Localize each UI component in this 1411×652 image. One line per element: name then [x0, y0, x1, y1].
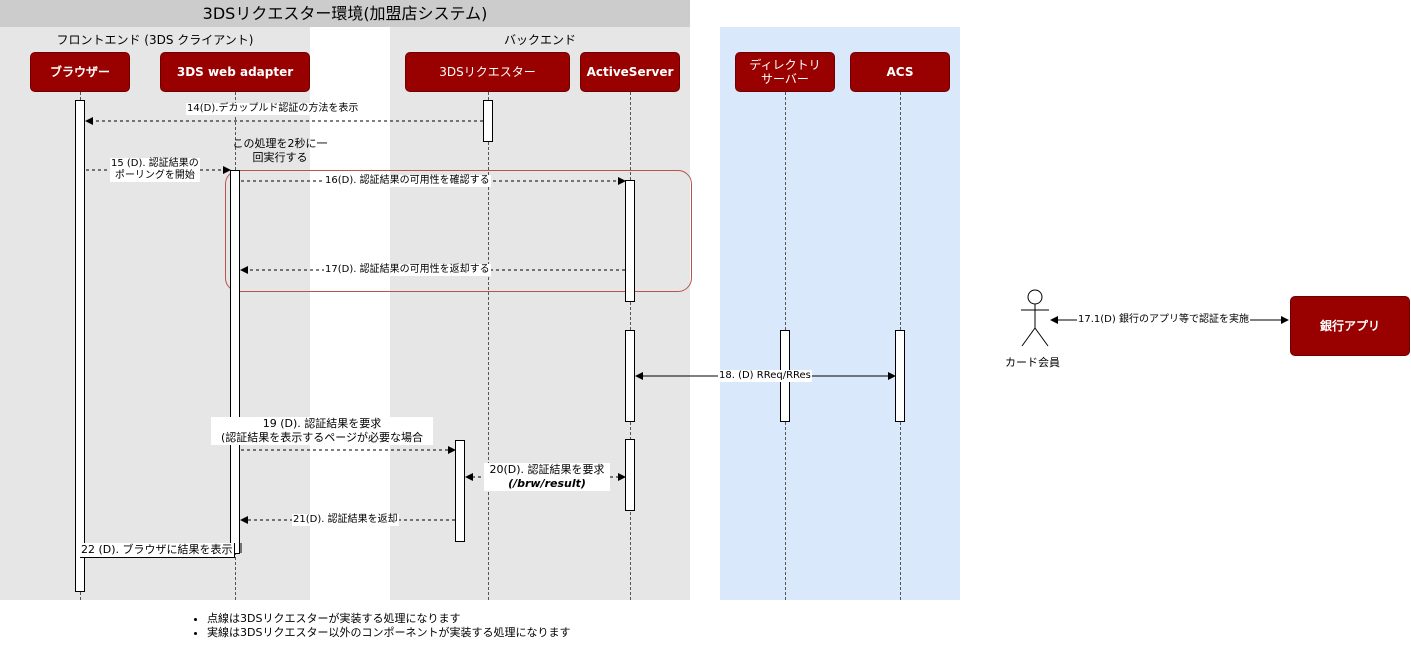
polling-loop-frame — [225, 170, 692, 292]
message-15-label: 15 (D). 認証結果の ポーリングを開始 — [110, 158, 200, 182]
legend-item-solid: 実線は3DSリクエスター以外のコンポーネントが実装する処理になります — [207, 626, 570, 640]
message-20-label-line2: (/brw/result) — [508, 477, 586, 490]
message-17-label: 17(D). 認証結果の可用性を返却する — [324, 264, 491, 276]
bank-app-box: 銀行アプリ — [1290, 296, 1410, 356]
cardholder-figure — [1021, 289, 1049, 347]
directory-server-box: ディレクトリ サーバー — [735, 52, 835, 92]
message-16-label: 16(D). 認証結果の可用性を確認する — [324, 175, 491, 187]
message-20-label-line1: 20(D). 認証結果を要求 — [489, 463, 605, 476]
environment-title: 3DSリクエスター環境(加盟店システム) — [0, 0, 690, 27]
frontend-lane — [0, 27, 310, 600]
message-21-label: 21(D). 認証結果を返却 — [292, 514, 399, 526]
frontend-lane-title: フロントエンド (3DS クライアント) — [56, 33, 254, 47]
external-lane — [720, 27, 960, 600]
browser-box: ブラウザー — [30, 52, 130, 92]
active-server-box: ActiveServer — [580, 52, 680, 92]
requestor-lifeline — [488, 92, 489, 600]
requestor-activation-2 — [455, 440, 465, 542]
acs-box: ACS — [850, 52, 950, 92]
web-adapter-box: 3DS web adapter — [160, 52, 310, 92]
browser-activation — [75, 100, 85, 592]
cardholder-label: カード会員 — [1005, 356, 1060, 369]
loop-note: この処理を2秒に一 回実行する — [232, 137, 328, 164]
requestor-box: 3DSリクエスター — [405, 52, 570, 92]
requestor-activation-1 — [483, 100, 493, 142]
backend-lane — [390, 27, 690, 600]
legend-item-dashed: 点線は3DSリクエスターが実装する処理になります — [207, 612, 570, 626]
backend-lane-title: バックエンド — [503, 33, 576, 47]
message-18-label: 18. (D) RReq/RRes — [718, 370, 812, 382]
message-22-label: 22 (D). ブラウザに結果を表示 — [80, 543, 235, 558]
legend: 点線は3DSリクエスターが実装する処理になります 実線は3DSリクエスター以外の… — [195, 612, 570, 640]
message-17-1-label: 17.1(D) 銀行のアプリ等で認証を実施 — [1077, 314, 1250, 326]
active-server-activation-1 — [625, 180, 635, 302]
message-14-label: 14(D).デカップルド認証の方法を表示 — [186, 103, 360, 115]
active-server-activation-2 — [625, 330, 635, 422]
message-19-label: 19 (D). 認証結果を要求 (認証結果を表示するページが必要な場合 — [211, 417, 433, 445]
message-20-label: 20(D). 認証結果を要求 (/brw/result) — [484, 463, 610, 491]
web-adapter-activation — [230, 170, 240, 554]
